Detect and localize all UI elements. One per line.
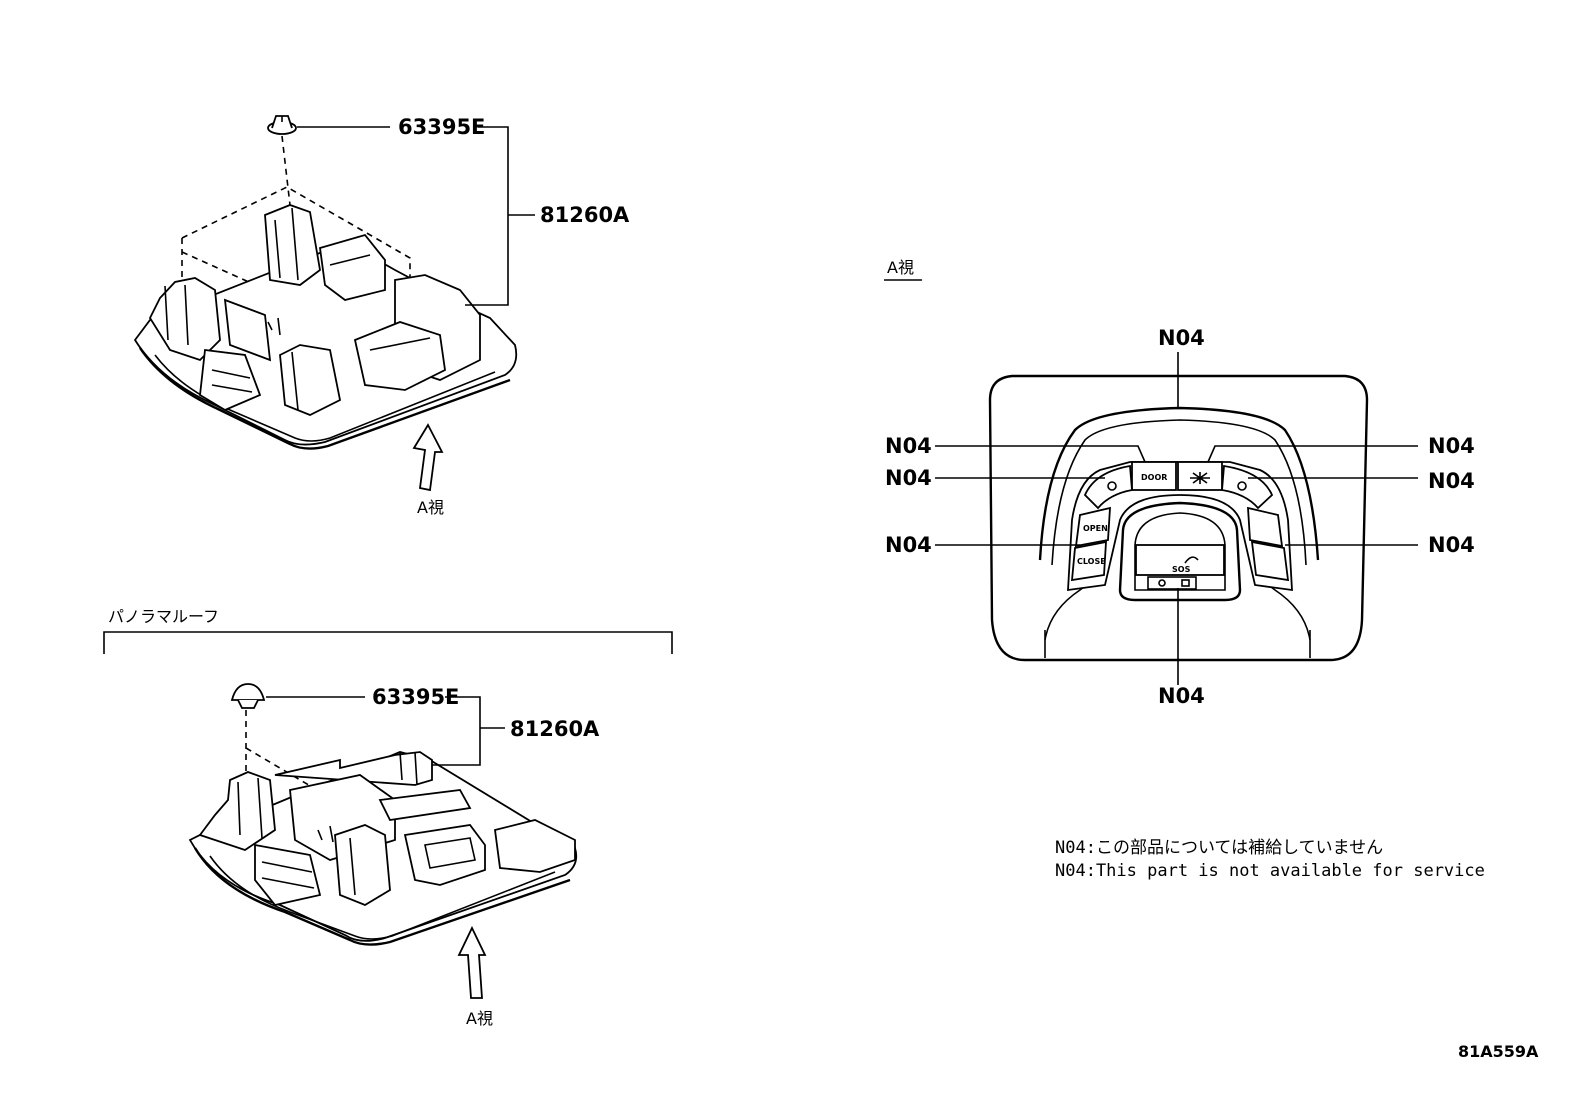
dome-light-icon <box>1190 472 1210 484</box>
panorama-console-part-number: 81260A <box>510 717 600 741</box>
callout-n04-right-middle: N04 <box>1428 469 1475 493</box>
close-button <box>1070 540 1107 582</box>
note-english: N04:This part is not available for servi… <box>1055 861 1485 881</box>
panorama-clip-icon <box>230 683 266 709</box>
right-map-lamp-icon <box>1237 481 1247 491</box>
callout-n04-left-lower: N04 <box>885 533 932 557</box>
right-map-lamp-button <box>1221 464 1274 510</box>
door-button-label: DOOR <box>1141 473 1167 482</box>
door-button-outline <box>1131 461 1177 491</box>
close-button-label: CLOSE <box>1077 557 1106 566</box>
upper-clip-icon <box>267 115 297 135</box>
callout-n04-top: N04 <box>1158 326 1205 350</box>
panorama-view-arrow-icon <box>457 925 487 999</box>
sos-button-label: SOS <box>1172 565 1191 574</box>
callout-n04-right-lower: N04 <box>1428 533 1475 557</box>
view-a-title: A視 <box>887 258 914 277</box>
callout-n04-left-upper: N04 <box>885 434 932 458</box>
panorama-console-drawing <box>188 683 578 999</box>
upper-console-drawing <box>133 115 535 492</box>
upper-clip-part-number: 63395E <box>398 115 485 139</box>
upper-view-label: A視 <box>417 498 444 517</box>
upper-view-arrow-icon <box>412 423 444 492</box>
sos-icon <box>1184 556 1199 564</box>
diagram-id: 81A559A <box>1458 1042 1539 1061</box>
panorama-section-bracket <box>103 631 673 654</box>
sos-button-outline <box>1135 544 1225 576</box>
left-map-lamp-icon <box>1107 481 1117 491</box>
view-a-console-drawing <box>935 352 1418 685</box>
callout-n04-bottom: N04 <box>1158 684 1205 708</box>
open-button-label: OPEN <box>1083 524 1108 533</box>
open-button <box>1074 506 1111 548</box>
note-japanese: N04:この部品については補給していません <box>1055 838 1383 858</box>
callout-n04-right-upper: N04 <box>1428 434 1475 458</box>
panorama-section-title: パノラマルーフ <box>108 607 219 626</box>
panorama-clip-part-number: 63395E <box>372 685 459 709</box>
upper-console-part-number: 81260A <box>540 203 630 227</box>
panorama-view-label: A視 <box>466 1009 493 1028</box>
callout-n04-left-middle: N04 <box>885 466 932 490</box>
